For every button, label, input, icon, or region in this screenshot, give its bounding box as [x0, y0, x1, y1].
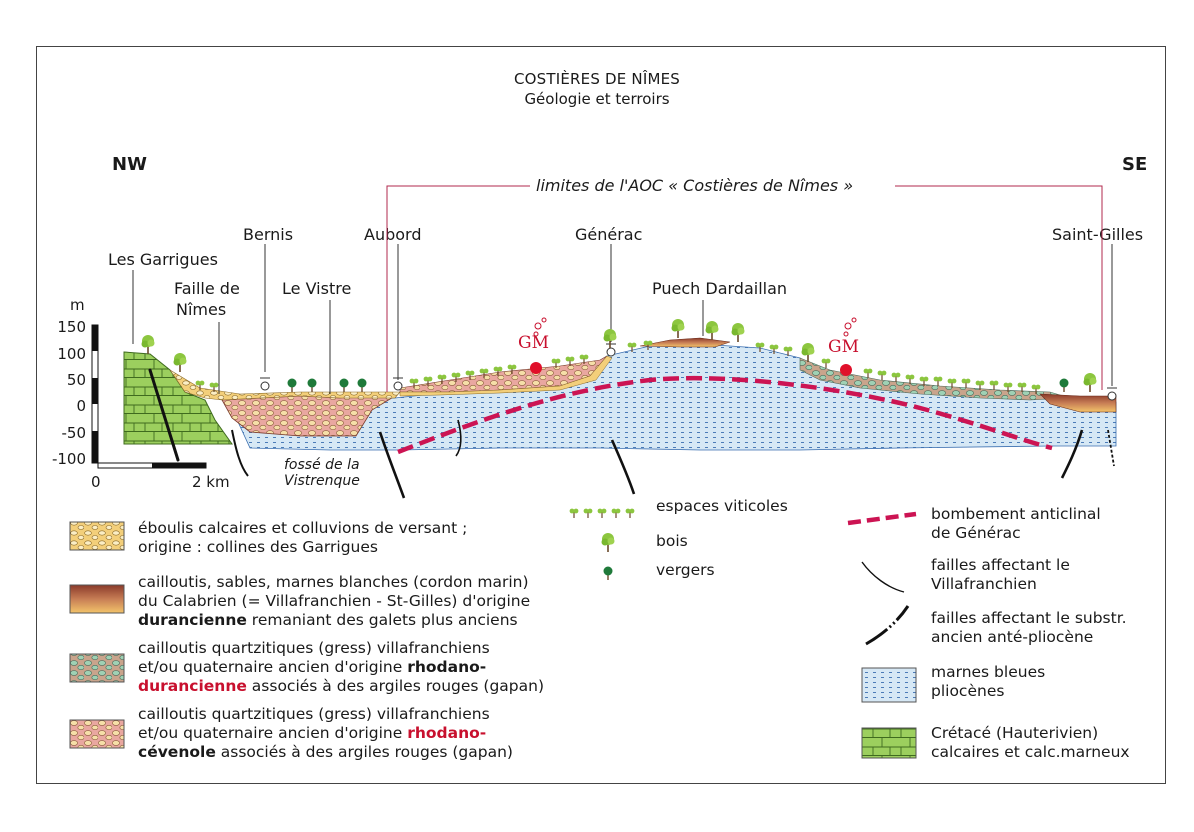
- fault-villafranchien-1: [231, 429, 249, 477]
- legend-durancien-line2: du Calabrien (= Villafranchien - St-Gill…: [138, 592, 531, 610]
- scale-end-label: 2 km: [192, 473, 230, 491]
- durancien-cap: [639, 337, 731, 348]
- legend-orchard-symbol: [602, 565, 614, 581]
- legend-faults-villafranchien: failles affectant le Villafranchien: [931, 556, 1070, 593]
- gm-marker-1: [530, 317, 547, 374]
- legend-eboulis-line1: éboulis calcaires et colluvions de versa…: [138, 519, 468, 537]
- axis-tick-100: 100: [57, 345, 86, 363]
- legend-durancien: cailloutis, sables, marnes blanches (cor…: [138, 573, 530, 630]
- label-bernis: Bernis: [243, 225, 294, 244]
- fault-ante-pliocene-1: [378, 431, 406, 499]
- gm-label-1: GM: [518, 333, 549, 353]
- axis-tick-150: 150: [57, 318, 86, 336]
- legend-swatch-eboulis: [69, 521, 125, 551]
- label-le-vistre: Le Vistre: [282, 279, 352, 298]
- legend-rc-line3: cévenole associés à des argiles rouges (…: [138, 743, 513, 761]
- figure-title: COSTIÈRES DE NÎMES: [513, 70, 681, 88]
- legend-rd-line1: cailloutis quartzitiques (gress) villafr…: [138, 639, 490, 657]
- legend-anticline: bombement anticlinal de Générac: [931, 505, 1101, 542]
- town-markers: [260, 343, 1117, 401]
- legend-bois: bois: [656, 532, 688, 550]
- axis-tick-minus100: -100: [51, 450, 86, 468]
- legend-tree-symbol: [600, 532, 616, 553]
- gm-marker-2: [840, 317, 857, 376]
- label-generac: Générac: [575, 225, 643, 244]
- figure-frame: [36, 46, 1166, 784]
- legend-swatch-marnes-bleues: [861, 667, 917, 703]
- legend-rc-line2: et/ou quaternaire ancien d'origine rhoda…: [138, 724, 487, 742]
- anticline-generac-line: [397, 375, 1053, 455]
- label-puech-dardaillan: Puech Dardaillan: [652, 279, 788, 298]
- fault-ante-pliocene-2: [455, 419, 462, 457]
- label-fosse-1: fossé de la: [284, 457, 360, 473]
- legend-eboulis-line2: origine : collines des Garrigues: [138, 538, 378, 556]
- fault-ante-pliocene-3: [610, 439, 636, 495]
- label-fosse-2: Vistrenque: [284, 473, 360, 489]
- legend-faults-ante-pliocene: failles affectant le substr. ancien anté…: [931, 609, 1127, 646]
- axis-unit-m: m: [70, 296, 85, 314]
- legend-marnes-bleues: marnes bleues pliocènes: [931, 663, 1046, 700]
- legend-durancien-line1: cailloutis, sables, marnes blanches (cor…: [138, 573, 529, 591]
- label-faille-de-nimes-2: Nîmes: [176, 300, 227, 319]
- vertical-scale-bar: [91, 324, 99, 464]
- legend-swatch-rhodano-cevenol: [69, 719, 125, 749]
- legend-rhodano-durancien: cailloutis quartzitiques (gress) villafr…: [138, 639, 544, 696]
- legend-durancien-line3: durancienne remaniant des galets plus an…: [138, 611, 518, 629]
- figure-subtitle: Géologie et terroirs: [524, 90, 670, 108]
- label-aubord: Aubord: [364, 225, 422, 244]
- eboulis-layer: [169, 369, 401, 401]
- orientation-nw: NW: [112, 154, 147, 175]
- legend-anticline-symbol: [847, 511, 917, 526]
- scale-start-label: 0: [91, 473, 101, 491]
- legend-rhodano-cevenol: cailloutis quartzitiques (gress) villafr…: [138, 705, 513, 762]
- legend-fault-ante-pliocene-symbol: [865, 605, 910, 646]
- legend-swatch-cretace: [861, 727, 917, 759]
- label-faille-de-nimes-1: Faille de: [174, 279, 240, 298]
- legend-fault-villafranchien-symbol: [861, 561, 905, 593]
- axis-tick-minus50: -50: [61, 424, 87, 442]
- orientation-se: SE: [1122, 154, 1148, 175]
- legend-rd-line2: et/ou quaternaire ancien d'origine rhoda…: [138, 658, 487, 676]
- gm-label-2: GM: [828, 337, 859, 357]
- legend-vines-symbol: [568, 508, 636, 519]
- label-saint-gilles: Saint-Gilles: [1052, 225, 1144, 244]
- horizontal-scale-bar: [97, 462, 207, 469]
- legend-rc-line1: cailloutis quartzitiques (gress) villafr…: [138, 705, 490, 723]
- fault-ante-pliocene-4: [1060, 429, 1084, 479]
- legend-cretace: Crétacé (Hauterivien) calcaires et calc.…: [931, 724, 1130, 761]
- legend-rd-line3: durancienne associés à des argiles rouge…: [138, 677, 545, 695]
- durancien-saint-gilles: [1039, 393, 1117, 413]
- legend-espaces-viticoles: espaces viticoles: [656, 497, 788, 515]
- legend-eboulis: éboulis calcaires et colluvions de versa…: [138, 519, 467, 557]
- label-les-garrigues: Les Garrigues: [108, 250, 218, 269]
- aoc-limits-label: limites de l'AOC « Costières de Nîmes »: [536, 176, 854, 195]
- aoc-bracket: [386, 185, 1103, 392]
- fault-saint-gilles-dotted: [1107, 429, 1115, 467]
- legend-swatch-durancien: [69, 584, 125, 614]
- axis-tick-0: 0: [76, 397, 86, 415]
- legend-vergers: vergers: [656, 561, 715, 579]
- faille-de-nimes-line: [148, 368, 180, 462]
- axis-tick-50: 50: [66, 371, 86, 389]
- legend-swatch-rhodano-durancien: [69, 653, 125, 683]
